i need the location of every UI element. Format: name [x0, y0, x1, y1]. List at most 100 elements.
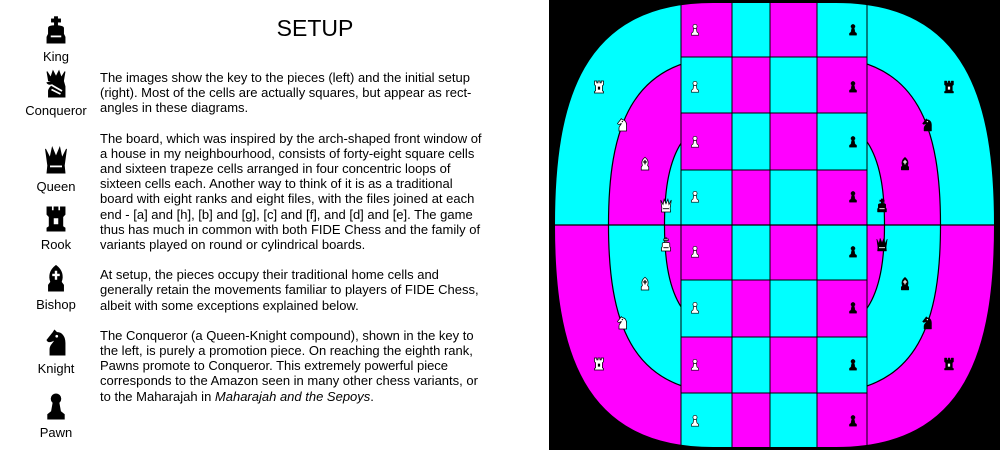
text-line: and sixteen trapeze cells arranged in fo… [100, 161, 451, 177]
board-cell[interactable] [680, 2, 733, 58]
board-cell[interactable] [680, 392, 733, 448]
bishop-icon [48, 264, 64, 292]
board-cell[interactable] [816, 224, 868, 281]
key-item-pawn: Pawn [16, 390, 96, 440]
board-cell[interactable] [769, 2, 818, 58]
white-queen-icon[interactable] [660, 197, 672, 213]
board-cell[interactable] [769, 279, 818, 338]
black-queen-icon[interactable] [876, 237, 888, 252]
board-cell[interactable] [769, 169, 818, 226]
text-line: the left, is purely a promotion piece. O… [100, 343, 473, 359]
key-label: King [42, 49, 70, 64]
text-line: The board, which was inspired by the arc… [100, 130, 482, 146]
board-cell[interactable] [816, 2, 868, 58]
key-item-queen: Queen [16, 144, 96, 194]
board-center-files [680, 2, 868, 448]
white-pawn-icon[interactable] [691, 191, 699, 203]
board-cell[interactable] [680, 56, 733, 114]
board-cell[interactable] [816, 169, 868, 226]
queen-icon [45, 145, 67, 174]
key-item-king: King [16, 14, 96, 64]
board-cell[interactable] [816, 56, 868, 114]
board-cell[interactable] [731, 112, 771, 171]
black-rook-icon[interactable] [944, 80, 954, 94]
text-line: board with eight ranks and eight files, … [100, 191, 475, 207]
black-pawn-icon[interactable] [849, 246, 857, 258]
white-bishop-icon[interactable] [640, 276, 650, 291]
white-knight-icon[interactable] [617, 118, 627, 132]
white-pawn-icon[interactable] [691, 415, 699, 427]
white-bishop-icon[interactable] [640, 156, 650, 171]
board-panel [549, 0, 1000, 450]
black-pawn-icon[interactable] [849, 415, 857, 427]
white-pawn-icon[interactable] [691, 246, 699, 258]
text-line: thus has much in common with both FIDE C… [100, 221, 481, 237]
text-line: variants played on round or cylindrical … [100, 237, 366, 253]
board-cell[interactable] [769, 112, 818, 171]
white-knight-icon[interactable] [617, 316, 627, 330]
black-king-icon[interactable] [877, 198, 887, 213]
text-line: The images show the key to the pieces (l… [100, 70, 470, 85]
key-item-conqueror: Conqueror [16, 68, 96, 118]
key-item-knight: Knight [16, 326, 96, 376]
key-label: Rook [40, 237, 72, 252]
board-cell[interactable] [769, 224, 818, 281]
conqueror-icon [46, 69, 66, 98]
key-label: Pawn [39, 425, 73, 440]
rook-icon [46, 206, 66, 232]
white-rook-icon[interactable] [594, 357, 604, 371]
black-pawn-icon[interactable] [849, 24, 857, 36]
board-cell[interactable] [769, 56, 818, 114]
black-bishop-icon[interactable] [901, 156, 909, 171]
board-cell[interactable] [816, 279, 868, 338]
white-rook-icon[interactable] [594, 80, 604, 94]
board-cell[interactable] [769, 392, 818, 448]
white-pawn-icon[interactable] [691, 302, 699, 314]
board-cell[interactable] [680, 224, 733, 281]
board-cell[interactable] [769, 336, 818, 394]
game-board [552, 1, 997, 449]
board-cell[interactable] [680, 169, 733, 226]
board-cell[interactable] [816, 112, 868, 171]
white-pawn-icon[interactable] [691, 359, 699, 371]
text-line: end - [a] and [h], [b] and [g], [c] and … [100, 206, 473, 222]
white-pawn-icon[interactable] [691, 24, 699, 36]
board-cell[interactable] [731, 336, 771, 394]
page-title: SETUP [276, 15, 354, 41]
knight-icon [46, 329, 66, 356]
black-knight-icon[interactable] [922, 118, 932, 132]
board-cell[interactable] [731, 224, 771, 281]
black-pawn-icon[interactable] [849, 191, 857, 203]
white-pawn-icon[interactable] [691, 81, 699, 93]
board-cell[interactable] [680, 279, 733, 338]
white-pawn-icon[interactable] [691, 136, 699, 148]
key-label: Queen [36, 179, 76, 194]
description-text: The images show the key to the pieces (l… [100, 70, 540, 419]
paragraph: The board, which was inspired by the arc… [100, 131, 540, 253]
board-cell[interactable] [731, 169, 771, 226]
black-pawn-icon[interactable] [849, 359, 857, 371]
board-cell[interactable] [731, 279, 771, 338]
board-cell[interactable] [816, 336, 868, 394]
text-line: (right). Most of the cells are actually … [100, 85, 472, 101]
white-king-icon[interactable] [661, 237, 671, 252]
text-line: angles in these diagrams. [100, 100, 249, 116]
key-item-rook: Rook [16, 202, 96, 252]
paragraph: At setup, the pieces occupy their tradit… [100, 267, 540, 313]
board-cell[interactable] [731, 392, 771, 448]
black-pawn-icon[interactable] [849, 136, 857, 148]
black-knight-icon[interactable] [922, 316, 932, 330]
paragraph: The Conqueror (a Queen-Knight compound),… [100, 328, 540, 404]
text-line: corresponds to the Amazon seen in many o… [100, 373, 478, 389]
black-rook-icon[interactable] [944, 357, 954, 371]
pawn-icon [47, 393, 65, 420]
board-cell[interactable] [731, 2, 771, 58]
board-cell[interactable] [680, 112, 733, 171]
text-line: At setup, the pieces occupy their tradit… [100, 267, 439, 283]
black-bishop-icon[interactable] [901, 276, 909, 291]
board-cell[interactable] [816, 392, 868, 448]
board-cell[interactable] [680, 336, 733, 394]
black-pawn-icon[interactable] [849, 81, 857, 93]
board-cell[interactable] [731, 56, 771, 114]
black-pawn-icon[interactable] [849, 302, 857, 314]
